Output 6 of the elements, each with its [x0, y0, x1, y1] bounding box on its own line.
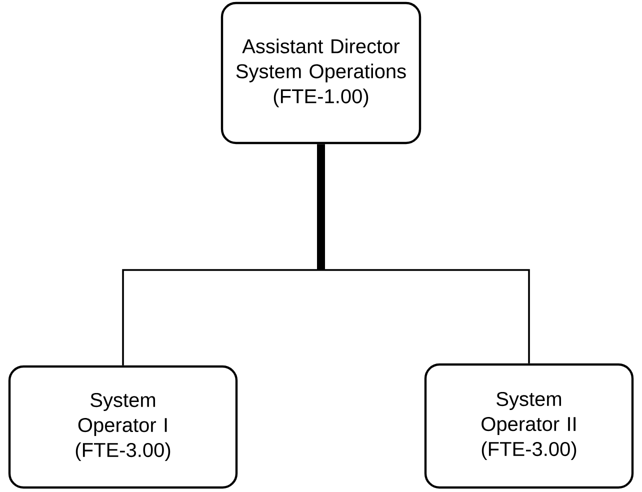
org-box: Assistant Director System Operations (FTE-1.00) — [220, 2, 422, 144]
org-box: System Operator I (FTE-3.00) — [8, 365, 238, 489]
connector-line — [317, 144, 325, 270]
org-box: System Operator II (FTE-3.00) — [424, 363, 634, 489]
connector-line — [321, 269, 530, 364]
connector-line — [122, 269, 321, 366]
